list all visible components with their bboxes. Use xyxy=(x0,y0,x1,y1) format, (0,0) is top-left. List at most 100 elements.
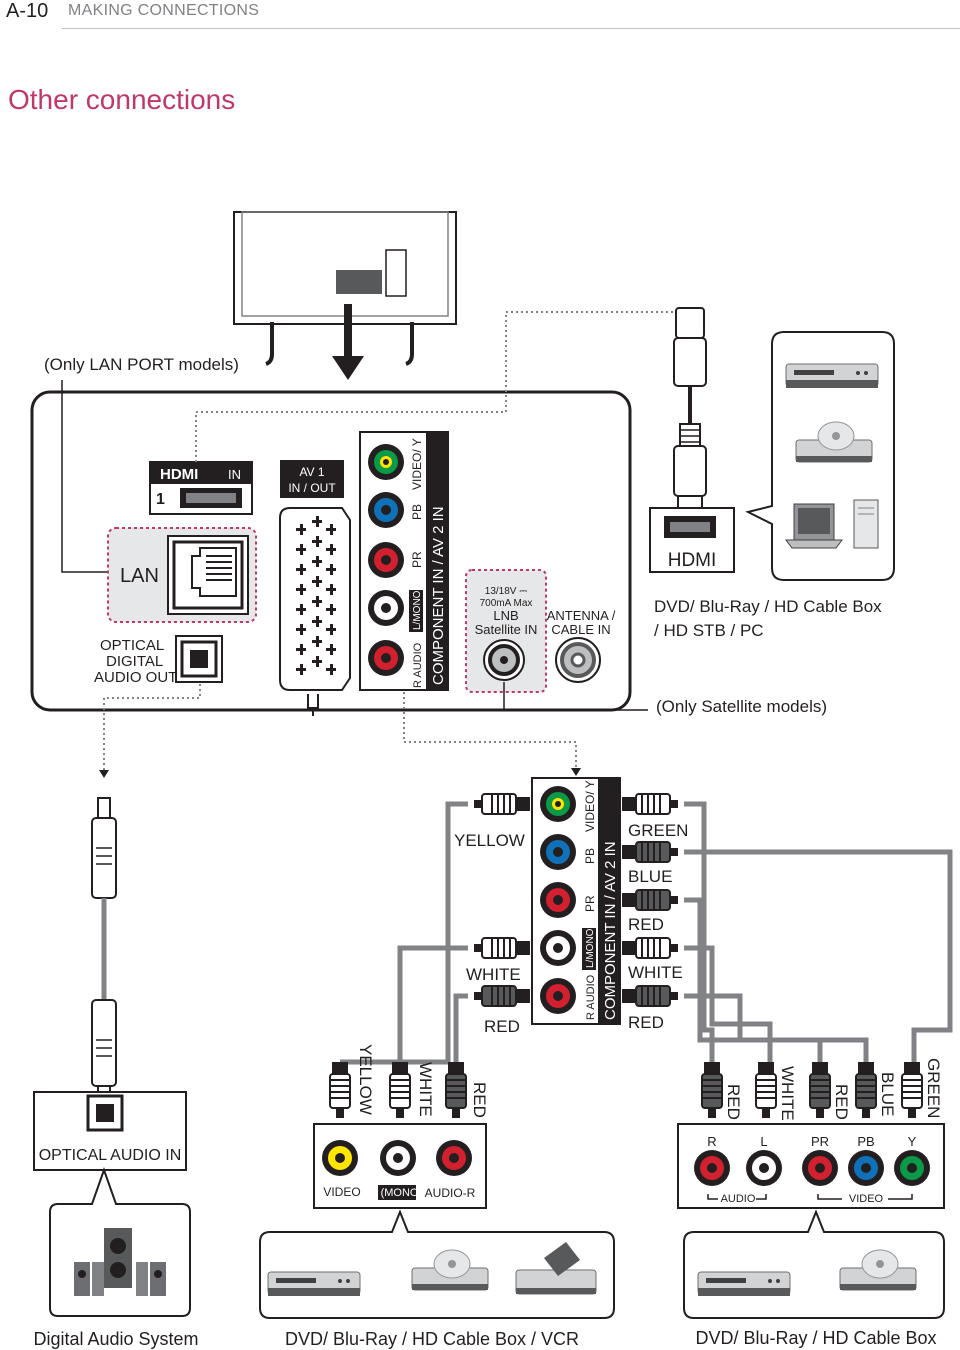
comp-jack-y[interactable] xyxy=(894,1150,930,1186)
pr-label-detail: PR xyxy=(583,895,597,912)
caption-dvd-blu-ray: DVD/ Blu-Ray / HD Cable Box xyxy=(695,1328,936,1348)
satellite-note: (Only Satellite models) xyxy=(656,697,827,716)
page-number: A-10 xyxy=(6,0,49,22)
av-plug-label-yellow: YELLOW xyxy=(356,1044,375,1115)
l-mono-label-detail: L/MONO xyxy=(585,928,596,968)
lnb-satellite-in[interactable]: 13/18V ⎓ 700mA Max LNB Satellite IN xyxy=(465,569,547,693)
cable-label-blue: BLUE xyxy=(628,867,672,886)
av-plug-label-white: WHITE xyxy=(416,1062,435,1117)
cable-label-white-right: WHITE xyxy=(628,963,683,982)
antenna-label-1: ANTENNA / xyxy=(547,608,616,623)
page-header: A-10 MAKING CONNECTIONS xyxy=(0,0,960,30)
caption-dvd-vcr: DVD/ Blu-Ray / HD Cable Box / VCR xyxy=(285,1329,579,1349)
lnb-voltage: 13/18V ⎓ xyxy=(485,586,527,597)
comp-label-video: VIDEO xyxy=(849,1193,884,1205)
right-devices-callout xyxy=(683,1209,945,1319)
pr-label: PR xyxy=(410,551,424,568)
comp-label-pr: PR xyxy=(811,1134,829,1149)
pb-label-detail: PB xyxy=(583,848,597,864)
jack-pr[interactable] xyxy=(368,542,404,578)
lnb-label: LNB xyxy=(493,608,518,623)
dvd-player-icon-3 xyxy=(697,1271,791,1297)
vcr-icon xyxy=(515,1242,597,1295)
lan-note: (Only LAN PORT models) xyxy=(44,355,239,374)
r-audio-label-detail: R AUDIO xyxy=(585,974,597,1020)
detail-jack-l-mono[interactable] xyxy=(540,930,576,966)
r-audio-label: R AUDIO xyxy=(412,642,424,688)
section-title: MAKING CONNECTIONS xyxy=(68,2,260,19)
comp-plug-label-red-pr: RED xyxy=(832,1084,851,1120)
jack-pb[interactable] xyxy=(368,492,404,528)
caption-digital-audio-system: Digital Audio System xyxy=(33,1329,198,1349)
av-plug-label-red: RED xyxy=(470,1082,489,1118)
hdmi-devices-callout xyxy=(745,331,895,581)
lan-label: LAN xyxy=(120,565,159,587)
satellite-note-leader xyxy=(503,682,648,711)
jack-r-audio[interactable] xyxy=(368,640,404,676)
tv-back-illustration xyxy=(233,211,457,380)
component-title-detail: COMPONENT IN / AV 2 IN xyxy=(602,841,619,1020)
av-device-plugs xyxy=(329,1061,467,1119)
pc-icon xyxy=(785,499,879,549)
antenna-cable-in[interactable]: ANTENNA / CABLE IN xyxy=(547,608,616,683)
hdmi-port-number: 1 xyxy=(156,491,165,508)
comp-plug-label-green: GREEN xyxy=(924,1058,943,1118)
cable-label-yellow: YELLOW xyxy=(454,831,525,850)
cable-label-green: GREEN xyxy=(628,821,688,840)
comp-jack-l[interactable] xyxy=(746,1150,782,1186)
av1-label-2: IN / OUT xyxy=(288,481,336,495)
comp-label-pb: PB xyxy=(857,1134,874,1149)
av-jack-video[interactable] xyxy=(322,1140,358,1176)
optical-out-label-2: DIGITAL xyxy=(106,653,163,670)
cable-label-red-right: RED xyxy=(628,1013,664,1032)
hdmi-devices-caption: DVD/ Blu-Ray / HD Cable Box xyxy=(654,597,882,616)
hdmi-cable xyxy=(673,307,707,511)
video-y-label-detail: VIDEO/ Y xyxy=(583,780,597,832)
comp-label-audio: AUDIO xyxy=(721,1193,756,1205)
lnb-current: 700mA Max xyxy=(480,598,533,609)
cable-label-red-pr: RED xyxy=(628,915,664,934)
comp-plug-label-white: WHITE xyxy=(778,1066,797,1121)
comp-jack-pr[interactable] xyxy=(802,1150,838,1186)
comp-label-l: L xyxy=(760,1134,767,1149)
detail-jack-pb[interactable] xyxy=(540,834,576,870)
pb-label: PB xyxy=(410,504,424,520)
dotted-leaders xyxy=(103,311,684,776)
page-title: Other connections xyxy=(8,84,236,115)
av1-label-1: AV 1 xyxy=(299,465,324,479)
hdmi-logo: HDMI xyxy=(160,466,198,483)
antenna-label-2: CABLE IN xyxy=(551,622,610,637)
optical-cable xyxy=(91,797,117,1101)
lan-port[interactable]: LAN xyxy=(107,527,257,623)
hdmi-device-label: HDMI xyxy=(668,550,717,571)
header-rule xyxy=(62,28,960,29)
component-panel-detail: COMPONENT IN / AV 2 IN VIDEO/ Y PB PR L/… xyxy=(531,777,621,1025)
av-jack-l-mono[interactable] xyxy=(380,1140,416,1176)
video-y-label: VIDEO/ Y xyxy=(410,438,424,490)
hdmi-in-port[interactable]: HDMI IN 1 xyxy=(149,461,253,515)
detail-jack-pr[interactable] xyxy=(540,882,576,918)
satellite-in-label: Satellite IN xyxy=(475,622,538,637)
optical-audio-out[interactable]: OPTICAL DIGITAL AUDIO OUT xyxy=(94,635,223,686)
optical-audio-in-box[interactable]: OPTICAL AUDIO IN xyxy=(33,1091,187,1171)
hdmi-in-label: IN xyxy=(228,467,241,482)
detail-jack-r-audio[interactable] xyxy=(540,978,576,1014)
optical-out-label-1: OPTICAL xyxy=(100,637,164,654)
comp-jack-pb[interactable] xyxy=(848,1150,884,1186)
cable-label-white: WHITE xyxy=(466,965,521,984)
av-jack-audio-r[interactable] xyxy=(436,1140,472,1176)
av-device-panel: VIDEO L (MONO) AUDIO-R xyxy=(313,1123,487,1209)
hdmi-device-port[interactable]: HDMI xyxy=(649,507,735,573)
optical-audio-in-label: OPTICAL AUDIO IN xyxy=(39,1147,182,1164)
dvd-player-icon-2 xyxy=(267,1271,361,1297)
jack-l-mono[interactable] xyxy=(368,590,404,626)
hdmi-devices-caption-2: / HD STB / PC xyxy=(654,621,764,640)
component-av2-panel: COMPONENT IN / AV 2 IN VIDEO/ Y PB PR L/… xyxy=(359,431,449,691)
optical-out-label-3: AUDIO OUT xyxy=(94,669,177,686)
component-title: COMPONENT IN / AV 2 IN xyxy=(430,506,447,685)
speaker-system-icon xyxy=(74,1228,166,1296)
middle-devices-callout xyxy=(259,1209,615,1319)
scart-port[interactable]: AV 1 IN / OUT xyxy=(279,460,351,716)
comp-jack-r[interactable] xyxy=(694,1150,730,1186)
